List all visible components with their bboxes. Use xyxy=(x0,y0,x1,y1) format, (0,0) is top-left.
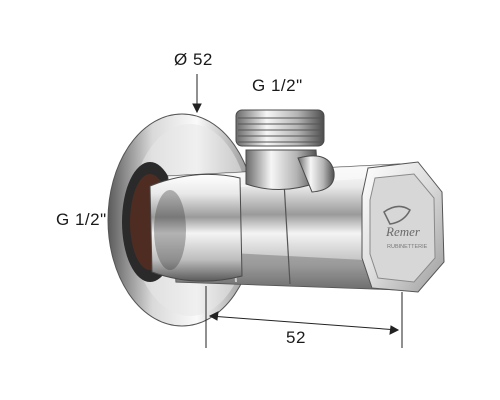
brand-logo: Remer RUBINETTERIE xyxy=(383,205,428,250)
logo-wordmark: Remer xyxy=(385,224,421,239)
length-dimension-line xyxy=(209,315,399,331)
dimension-lines xyxy=(192,74,403,348)
logo-subtext: RUBINETTERIE xyxy=(387,244,428,250)
top-thread-label: G 1/2" xyxy=(252,76,303,95)
diameter-label: Ø 52 xyxy=(174,50,213,69)
diameter-arrow xyxy=(192,103,202,114)
threaded-outlet xyxy=(235,109,335,193)
length-label: 52 xyxy=(286,328,306,347)
length-arrow-right xyxy=(389,325,400,335)
left-thread-label: G 1/2" xyxy=(56,210,107,229)
handle-cap xyxy=(361,161,445,293)
valve-collar xyxy=(149,173,243,282)
length-arrow-left xyxy=(208,311,219,321)
